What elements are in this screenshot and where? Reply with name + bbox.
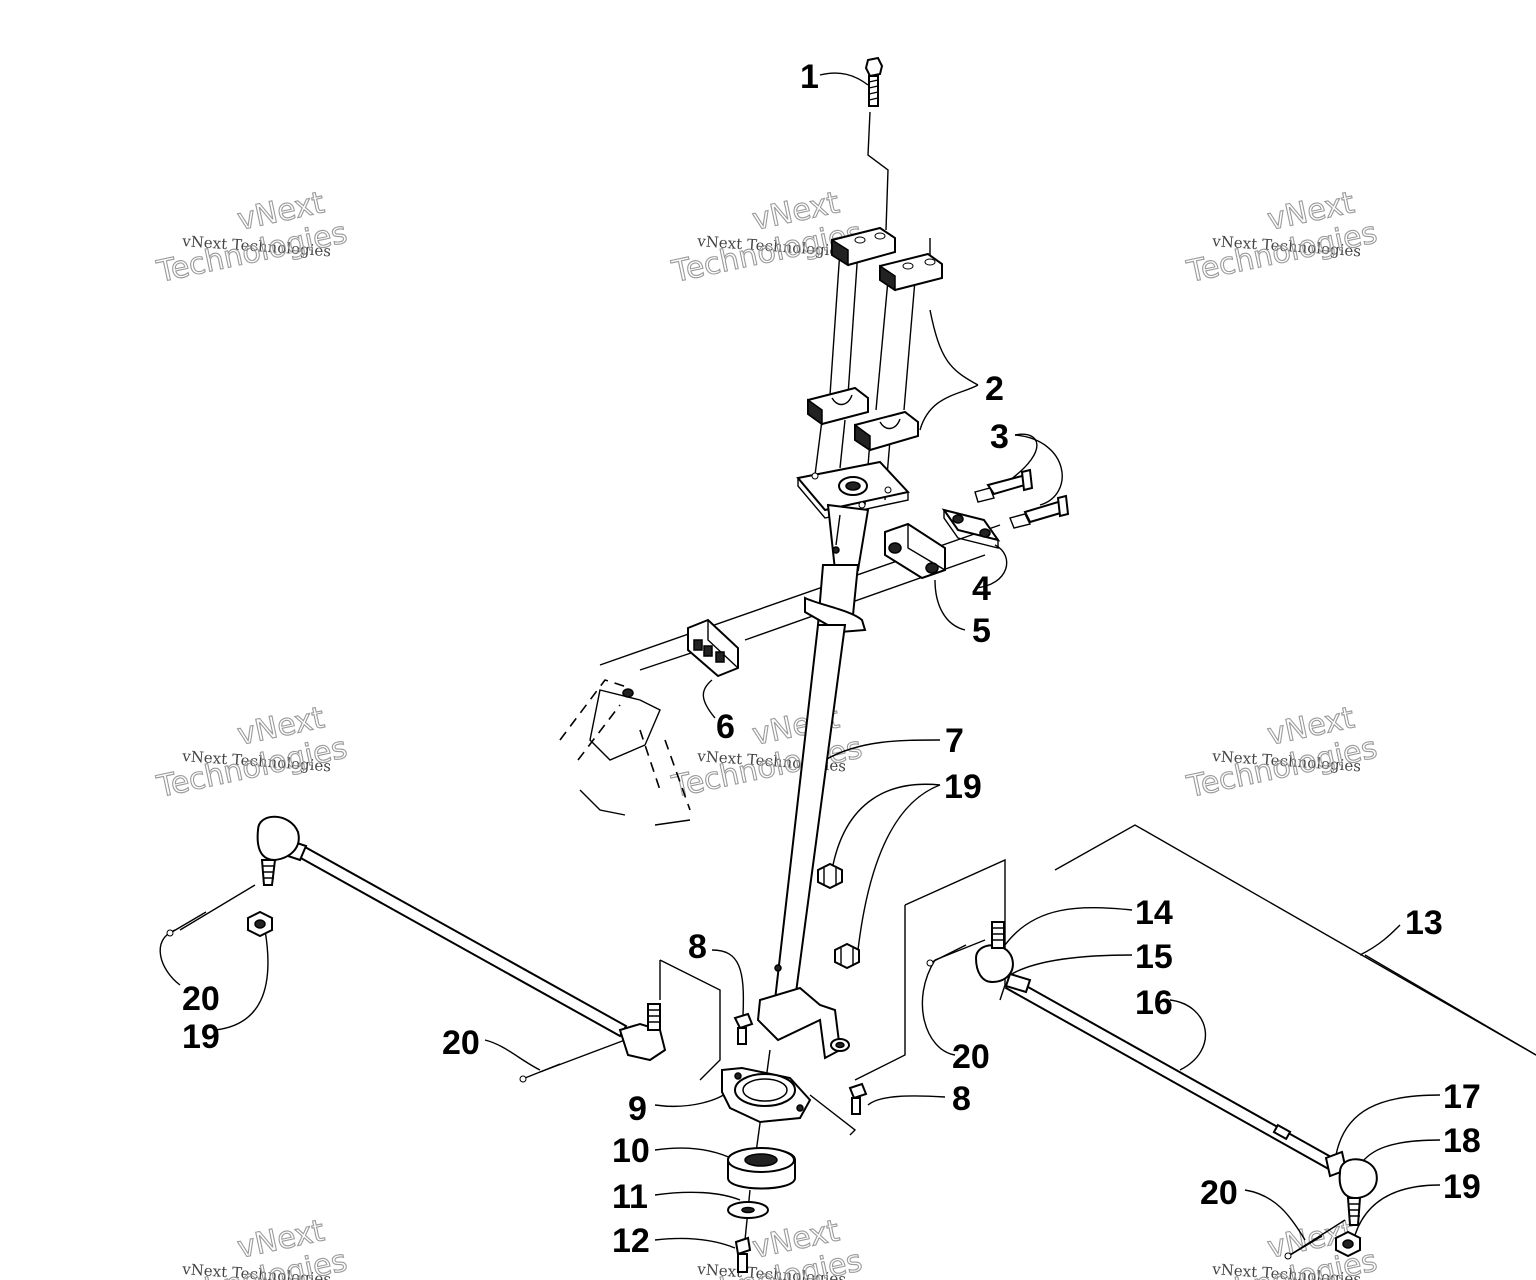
cotter-pin-part-20: [166, 911, 207, 937]
watermark: vNext vNext Technologies Technologies: [1183, 700, 1381, 806]
watermark: vNext vNext Technologies Technologies: [153, 700, 351, 806]
cotter-pin-part-20: [926, 944, 967, 967]
callout-20-center: 20: [952, 1038, 990, 1076]
callout-5: 5: [972, 612, 991, 650]
nut-part-19: [834, 942, 860, 970]
callout-8-right: 8: [952, 1080, 971, 1118]
callout-9: 9: [628, 1090, 647, 1128]
parts: [166, 56, 1378, 1273]
callout-11: 11: [612, 1178, 648, 1216]
watermark: vNext vNext Technologies Technologies: [1183, 1213, 1381, 1280]
callout-2: 2: [985, 370, 1004, 408]
callout-10: 10: [612, 1132, 650, 1170]
cotter-pin-part-20: [1284, 1235, 1323, 1260]
bolt-part-8: [733, 1012, 754, 1045]
bearing-part-10: [727, 1147, 796, 1190]
steering-column-part-7: [756, 503, 870, 1060]
callout-13: 13: [1405, 904, 1443, 942]
callout-12: 12: [612, 1222, 650, 1260]
watermark: vNext vNext Technologies Technologies: [153, 1213, 351, 1280]
watermark: vNext vNext Technologies Technologies: [668, 700, 866, 806]
flange-plate-part-9: [721, 1066, 812, 1124]
right-tie-rod-part-13: [974, 921, 1378, 1258]
callout-19-top: 19: [944, 768, 982, 806]
callout-15: 15: [1135, 938, 1173, 976]
callout-4: 4: [972, 570, 991, 608]
callout-17: 17: [1443, 1078, 1481, 1116]
callout-6: 6: [716, 708, 735, 746]
callout-3: 3: [990, 418, 1009, 456]
nut-part-19: [817, 862, 843, 890]
watermark: vNext vNext Technologies Technologies: [153, 185, 351, 291]
bolt-part-1: [864, 56, 884, 107]
watermark: vNext vNext Technologies Technologies: [668, 1213, 866, 1280]
bushing-block-part-5: [884, 522, 946, 580]
callout-20-far-left: 20: [182, 980, 220, 1018]
cotter-pin-part-20: [519, 1063, 561, 1083]
callout-19-right: 19: [1443, 1168, 1481, 1206]
watermark: vNext vNext Technologies Technologies: [1183, 185, 1381, 291]
plate-part-4: [941, 508, 1001, 549]
callout-7: 7: [945, 722, 964, 760]
upper-clamp-part-2: [831, 226, 943, 292]
left-tie-rod: [256, 815, 667, 1062]
callout-18: 18: [1443, 1122, 1481, 1160]
callout-14: 14: [1135, 894, 1173, 932]
lower-clamp-part-2: [807, 386, 919, 452]
column-top-plate: [796, 460, 910, 519]
mounting-block-part-6: [687, 618, 739, 678]
callout-labels: 1 2 3 4 5 6 7 19 8 20 19 20 9 10 11 12 8…: [182, 58, 1481, 1260]
washer-part-11: [727, 1201, 769, 1219]
bolts-part-3: [974, 468, 1070, 529]
bolt-part-12: [734, 1236, 752, 1273]
bolt-part-8: [848, 1082, 868, 1115]
callout-20-right: 20: [1200, 1174, 1238, 1212]
frame-bracket: [559, 679, 691, 826]
callout-8-left: 8: [688, 928, 707, 966]
watermark: vNext vNext Technologies Technologies: [668, 185, 866, 291]
callout-20-left: 20: [442, 1024, 480, 1062]
callout-19-left: 19: [182, 1018, 220, 1056]
nut-part-19: [247, 910, 273, 938]
callout-16: 16: [1135, 984, 1173, 1022]
callout-1: 1: [800, 58, 819, 96]
